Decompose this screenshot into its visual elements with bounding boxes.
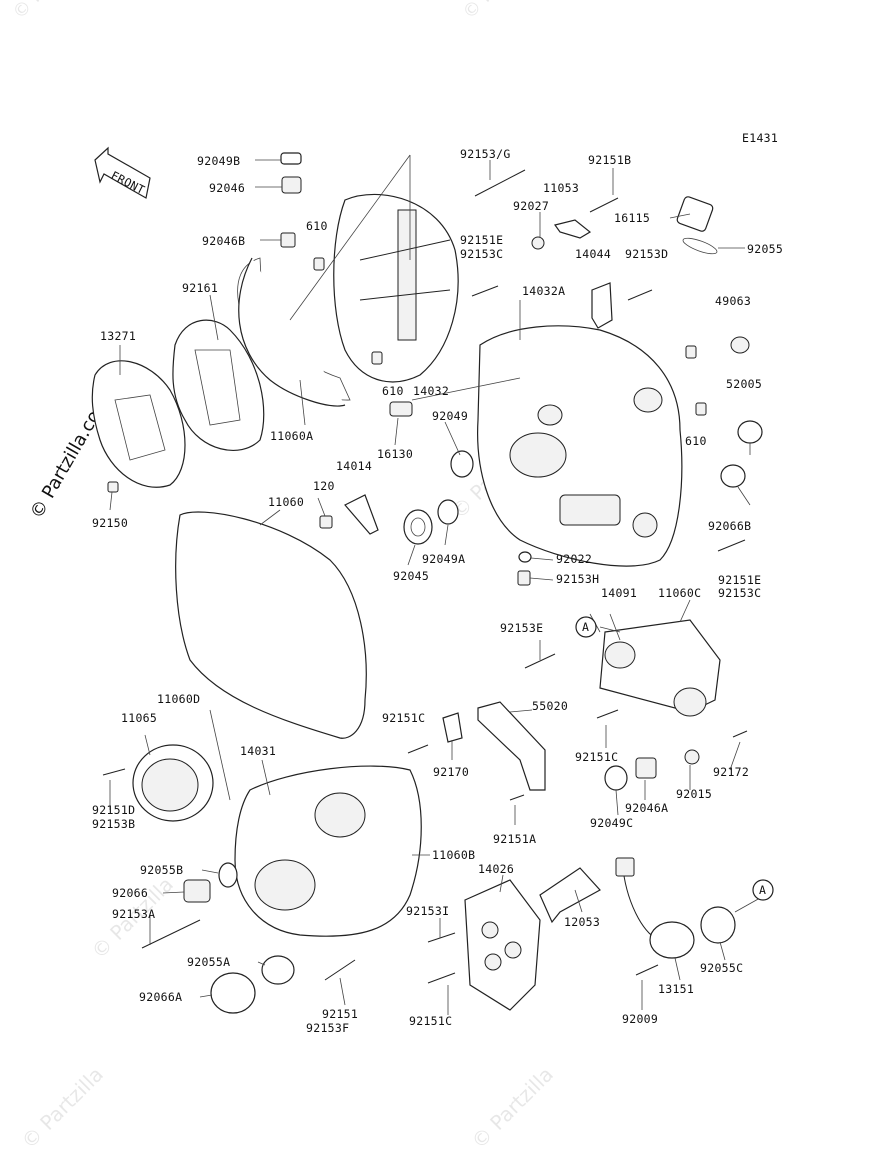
part-label: 92049B (197, 154, 240, 168)
part-label: 11060 (268, 495, 304, 509)
part-label: 92151C (575, 750, 618, 764)
part-label: 92066B (708, 519, 751, 533)
part-label: 92015 (676, 787, 712, 801)
part-label: 92151A (493, 832, 536, 846)
part-label: 14031 (240, 744, 276, 758)
part-label: 92150 (92, 516, 128, 530)
part-label: 92153D (625, 247, 668, 261)
part-label: 14044 (575, 247, 611, 261)
watermark: © Partzilla (17, 1062, 108, 1153)
part-label: 14032A (522, 284, 565, 298)
part-label: 92153I (406, 904, 449, 918)
part-label: 92153H (556, 572, 599, 586)
part-label: 11060B (432, 848, 475, 862)
part-label: 92046A (625, 801, 668, 815)
part-label: 92045 (393, 569, 429, 583)
callout-a-top: A (575, 616, 597, 638)
part-label: 11060A (270, 429, 313, 443)
watermark: © Partzilla (467, 1062, 558, 1153)
part-label: 92055 (747, 242, 783, 256)
part-label: 55020 (532, 699, 568, 713)
part-label: 92066A (139, 990, 182, 1004)
callout-a-label: A (582, 620, 589, 634)
part-label: 11053 (543, 181, 579, 195)
callout-a-bottom: A (752, 879, 774, 901)
part-label: 13151 (658, 982, 694, 996)
front-arrow-icon: FRONT (94, 146, 151, 199)
watermark: © Partzilla (459, 0, 541, 24)
part-label: 92049C (590, 816, 633, 830)
part-label: 16115 (614, 211, 650, 225)
watermark: © Partzilla (9, 0, 91, 24)
part-label: 92151B (588, 153, 631, 167)
part-label: 92009 (622, 1012, 658, 1026)
part-label: 11060D (157, 692, 200, 706)
part-label: 120 (313, 479, 335, 493)
part-label: 92055C (700, 961, 743, 975)
part-label: 14091 (601, 586, 637, 600)
part-label: 11060C (658, 586, 701, 600)
part-label: 92046 (209, 181, 245, 195)
part-label: 92151E (460, 233, 503, 247)
part-label: 92151C (409, 1014, 452, 1028)
part-label: 610 (306, 219, 328, 233)
part-labels: 92049B 92046 92046B 610 92153/G 92151B 1… (92, 147, 783, 1035)
part-label: 92022 (556, 552, 592, 566)
part-label: 49063 (715, 294, 751, 308)
part-label: 92151C (382, 711, 425, 725)
part-label: 14026 (478, 862, 514, 876)
part-label: 11065 (121, 711, 157, 725)
part-label: 92161 (182, 281, 218, 295)
part-label: 92153B (92, 817, 135, 831)
part-label: 92170 (433, 765, 469, 779)
part-label: 92153E (500, 621, 543, 635)
part-label: 92153C (718, 586, 761, 600)
part-label: 92049 (432, 409, 468, 423)
part-label: 14032 (413, 384, 449, 398)
part-label: 92055B (140, 863, 183, 877)
leader-lines (109, 154, 761, 1015)
part-label: 610 (382, 384, 404, 398)
diagram-code: E1431 (742, 131, 778, 145)
part-label: 14014 (336, 459, 372, 473)
part-label: 92049A (422, 552, 465, 566)
part-label: 92151E (718, 573, 761, 587)
part-label: 92151D (92, 803, 135, 817)
part-label: 92153A (112, 907, 155, 921)
part-label: 12053 (564, 915, 600, 929)
part-label: 92066 (112, 886, 148, 900)
part-label: 92151 (322, 1007, 358, 1021)
part-label: 92046B (202, 234, 245, 248)
part-label: 92027 (513, 199, 549, 213)
part-label: 92153/G (460, 147, 511, 161)
part-label: 92153F (306, 1021, 349, 1035)
callout-a-label: A (759, 883, 766, 897)
part-label: 92172 (713, 765, 749, 779)
part-label: 52005 (726, 377, 762, 391)
part-label: 92055A (187, 955, 230, 969)
part-label: 92153C (460, 247, 503, 261)
part-label: 610 (685, 434, 707, 448)
part-label: 16130 (377, 447, 413, 461)
part-label: 13271 (100, 329, 136, 343)
part-shapes (91, 152, 763, 1014)
